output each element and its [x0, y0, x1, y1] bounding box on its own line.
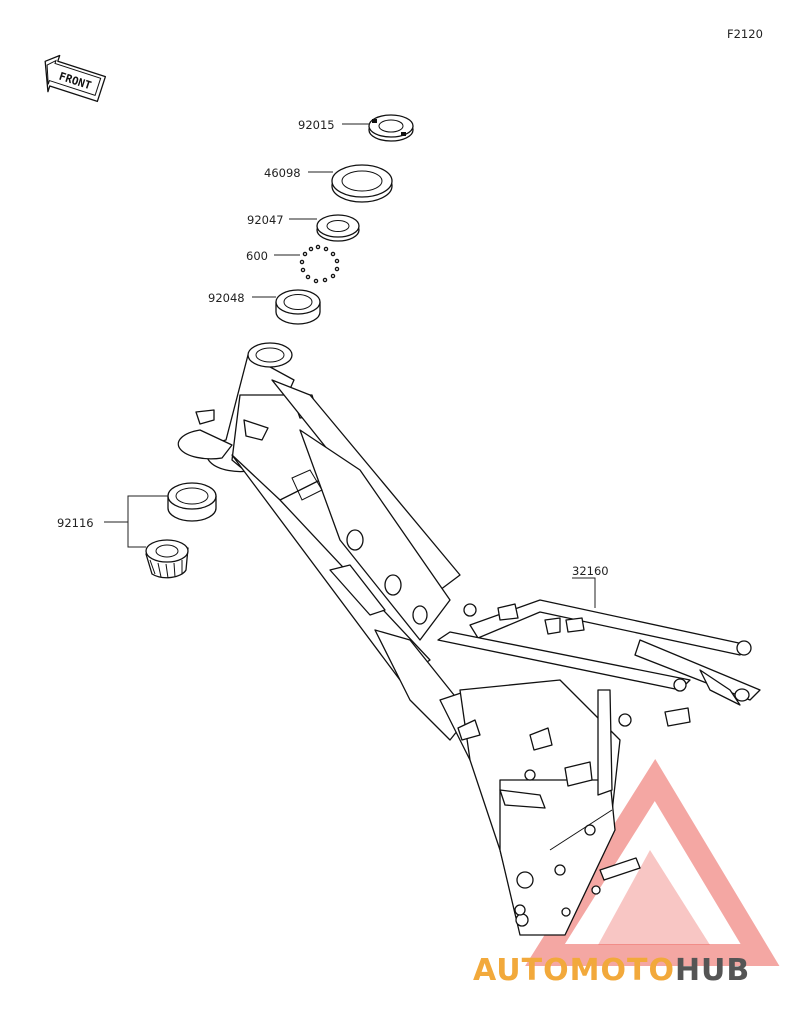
watermark-triangle-inner [598, 850, 710, 945]
callout-92116: 92116 [57, 516, 94, 530]
watermark-part1: AUTOMOTO [473, 953, 675, 988]
watermark-logo [525, 758, 780, 966]
front-arrow-icon: FRONT [44, 54, 107, 103]
callout-92048: 92048 [208, 291, 245, 305]
part-92048-cup [275, 289, 321, 325]
callout-32160: 32160 [572, 564, 609, 578]
part-46098-washer [331, 164, 393, 203]
part-92015-nut [368, 114, 414, 142]
watermark-part2: HUB [675, 953, 750, 988]
part-92116-cup [167, 482, 217, 522]
part-92116-cone [145, 539, 189, 579]
callout-600: 600 [246, 249, 268, 263]
part-600-balls [299, 244, 340, 284]
callout-92015: 92015 [298, 118, 335, 132]
part-32160-frame [177, 342, 761, 936]
figure-code: F2120 [727, 27, 763, 41]
callout-92047: 92047 [247, 213, 284, 227]
part-92047-race [316, 214, 360, 242]
watermark-text: AUTOMOTOHUB [473, 953, 750, 988]
watermark-triangle-outer [525, 758, 780, 966]
callout-46098: 46098 [264, 166, 301, 180]
